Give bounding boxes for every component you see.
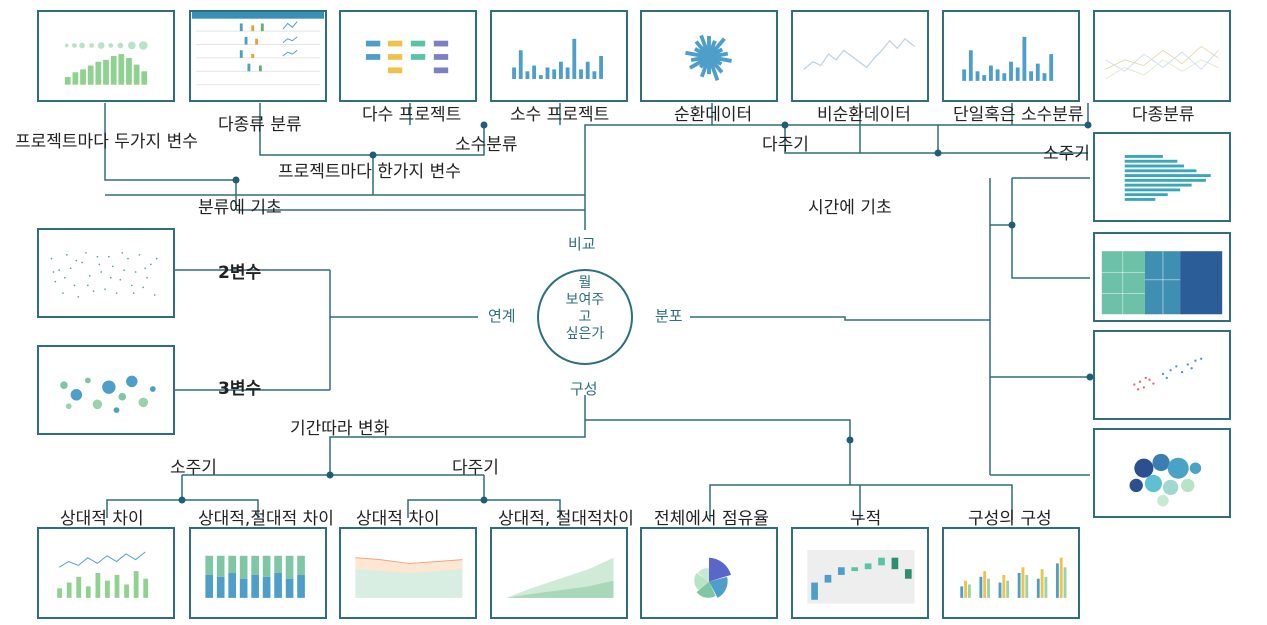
label-comp-few-periods: 소주기	[170, 458, 217, 478]
chart-gantt-blocks-icon	[365, 40, 449, 74]
chart-horizontal-histogram-icon	[1124, 155, 1211, 201]
center-circle	[537, 269, 633, 365]
center-line-4: 싶은가	[565, 326, 605, 342]
chart-bubble-icon	[60, 375, 156, 413]
thumb-bubble-three-var	[37, 345, 175, 435]
label-rel-abs-1: 상대적,절대적 차이	[198, 509, 334, 529]
chart-bar-bubbles-icon	[64, 41, 148, 85]
label-comp-of-comp: 구성의 구성	[968, 509, 1052, 529]
thumb-scatter-distribution	[1093, 330, 1231, 420]
thumb-cyclic-data	[640, 10, 778, 102]
label-relative-2: 상대적 차이	[356, 509, 440, 529]
label-few-items: 소수 프로젝트	[510, 105, 610, 125]
label-non-cyclic: 비순환데이터	[817, 105, 911, 125]
center-line-1: 뭘	[578, 275, 592, 291]
chart-packed-bubble-icon	[1129, 453, 1202, 507]
thumb-few-projects	[490, 10, 628, 102]
label-rel-abs-2: 상대적, 절대적차이	[498, 509, 634, 529]
label-over-time: 기간따라 변화	[290, 419, 390, 439]
chart-grouped-column-icon	[960, 557, 1067, 598]
label-one-var: 프로젝트마다 한가지 변수	[278, 162, 461, 182]
label-many-items: 다수 프로젝트	[362, 105, 462, 125]
chart-stacked-area-icon	[355, 557, 463, 598]
axis-relation: 연계	[488, 307, 516, 325]
thumb-many-projects	[339, 10, 477, 102]
label-many-periods: 다주기	[762, 135, 809, 155]
chart-multi-line-icon	[1105, 45, 1219, 80]
thumb-packed-bubbles	[1093, 428, 1231, 518]
chart-scatter-icon	[50, 252, 158, 298]
axis-compare: 비교	[568, 235, 596, 253]
chart-table-sparklines-icon	[192, 12, 324, 86]
chart-waterfall-icon	[807, 550, 915, 604]
chart-column-icon	[512, 38, 603, 79]
thumb-bar-with-bubbles	[37, 10, 175, 102]
axis-composition: 구성	[570, 380, 598, 398]
label-share: 전체에서 점유율	[654, 509, 769, 529]
center-line-2: 보여주	[565, 292, 605, 308]
label-category-based: 분류에 기초	[198, 198, 282, 218]
thumb-scatter-two-var	[37, 228, 175, 318]
thumb-non-cyclic-data	[791, 10, 929, 102]
label-comp-many-periods: 다주기	[452, 458, 499, 478]
thumb-area-absolute	[490, 527, 628, 619]
thumb-stacked-column	[189, 527, 327, 619]
thumb-grouped-column	[942, 527, 1080, 619]
center-question: 뭘 보여주 고 싶은가	[537, 275, 633, 343]
label-relative-1: 상대적 차이	[60, 509, 144, 529]
chart-scatter-colored-icon	[1133, 357, 1203, 391]
thumb-treemap	[1093, 232, 1231, 322]
chart-growth-area-icon	[506, 557, 614, 598]
label-single-few: 단일혹은 소수분류	[953, 105, 1084, 125]
chart-nightingale-pie-icon	[694, 557, 731, 598]
label-two-vars: 프로젝트마다 두가지 변수	[15, 132, 198, 152]
axis-distribution: 분포	[655, 307, 683, 325]
thumb-area-relative	[339, 527, 477, 619]
chart-line-icon	[803, 37, 915, 70]
chart-column-icon-2	[962, 36, 1054, 81]
center-line-3: 고	[578, 309, 592, 325]
thumb-histogram-horizontal	[1093, 132, 1231, 222]
chart-radial-bar-icon	[685, 34, 732, 81]
thumb-multi-category-lines	[1093, 10, 1231, 102]
label-cyclic: 순환데이터	[674, 105, 753, 125]
thumb-stacked-column-line	[37, 527, 175, 619]
chart-stacked-column-icon	[205, 555, 305, 598]
thumb-pie-share	[640, 527, 778, 619]
thumb-multi-category-table	[189, 10, 327, 102]
chart-column-line-icon	[57, 551, 149, 598]
label-multi-category: 다종분류	[1132, 105, 1195, 125]
label-two-var: 2변수	[218, 263, 262, 283]
label-few-periods: 소주기	[1043, 144, 1090, 164]
label-few-cat: 소수분류	[455, 135, 518, 155]
thumb-waterfall	[791, 527, 929, 619]
thumb-single-few-category	[942, 10, 1080, 102]
label-cumulative: 누적	[850, 509, 882, 529]
label-multi-cat: 다종류 분류	[218, 115, 302, 135]
label-three-var: 3변수	[218, 379, 262, 399]
chart-treemap-icon	[1101, 251, 1223, 315]
label-time-based: 시간에 기초	[808, 198, 892, 218]
